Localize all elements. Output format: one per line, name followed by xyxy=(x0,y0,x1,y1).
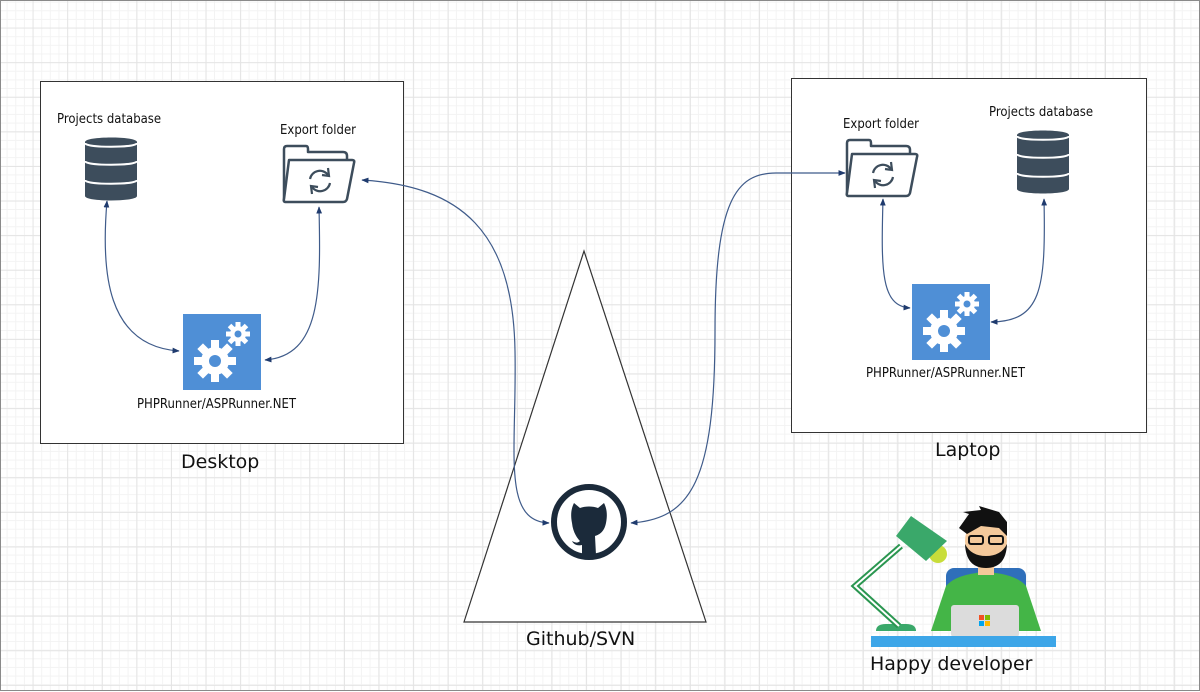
laptop-database-label: Projects database xyxy=(989,105,1094,120)
developer-label: Happy developer xyxy=(870,653,1033,675)
connector-laptop-db-app[interactable] xyxy=(990,198,1048,325)
desk-lamp-icon xyxy=(850,516,947,631)
desktop-title: Desktop xyxy=(181,451,260,473)
connector-desktop-db-app[interactable] xyxy=(103,200,180,354)
desktop-app-gears-icon[interactable] xyxy=(183,314,261,390)
github-icon[interactable] xyxy=(550,483,628,561)
laptop-app-label: PHPRunner/ASPRunner.NET xyxy=(866,366,1025,381)
connector-desktop-app-folder[interactable] xyxy=(264,206,323,363)
laptop-database-icon[interactable] xyxy=(1015,127,1071,195)
laptop-title: Laptop xyxy=(935,439,1001,461)
connector-desktop-folder-repo[interactable] xyxy=(361,177,550,526)
connector-laptop-folder-app[interactable] xyxy=(879,198,911,311)
desktop-database-label: Projects database xyxy=(57,112,162,127)
laptop-folder-label: Export folder xyxy=(843,117,919,132)
desktop-app-label: PHPRunner/ASPRunner.NET xyxy=(137,397,296,412)
desktop-folder-label: Export folder xyxy=(280,123,356,138)
laptop-app-gears-icon[interactable] xyxy=(912,284,990,360)
happy-developer-illustration xyxy=(850,506,1056,647)
desktop-export-folder-icon[interactable] xyxy=(281,143,357,205)
repository-label: Github/SVN xyxy=(526,628,636,650)
laptop-container[interactable] xyxy=(791,78,1147,433)
connector-laptop-folder-repo[interactable] xyxy=(630,170,846,526)
laptop-export-folder-icon[interactable] xyxy=(844,137,920,199)
desktop-database-icon[interactable] xyxy=(83,134,139,202)
